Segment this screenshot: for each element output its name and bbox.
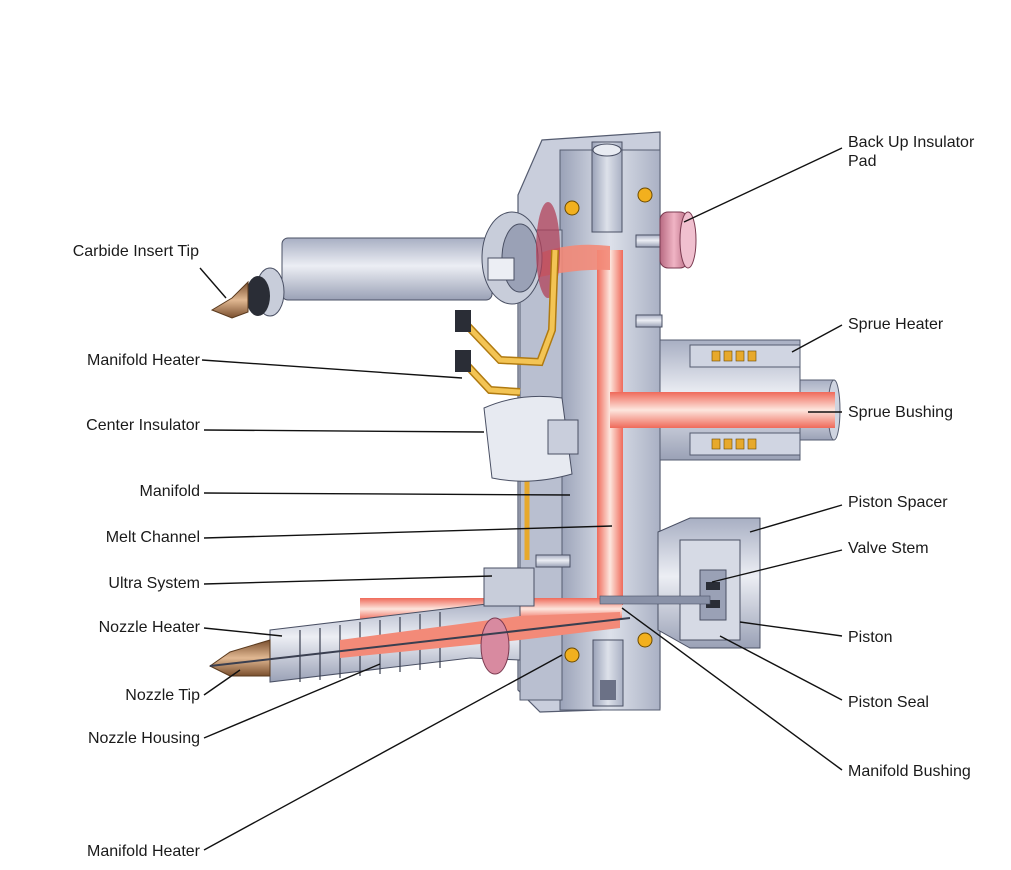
label-back-up-insulator-pad-line2: Pad xyxy=(848,153,877,170)
label-sprue-bushing: Sprue Bushing xyxy=(848,404,953,421)
label-nozzle-tip: Nozzle Tip xyxy=(125,687,200,704)
label-back-up-insulator-pad: Back Up Insulator Pad xyxy=(848,133,974,171)
manifold-heater-terminals xyxy=(455,249,559,560)
label-melt-channel: Melt Channel xyxy=(105,529,200,546)
sprue-assembly xyxy=(610,339,841,461)
label-sprue-heater: Sprue Heater xyxy=(848,316,944,333)
upper-nozzle xyxy=(210,202,560,319)
label-piston-seal: Piston Seal xyxy=(848,694,929,711)
lower-nozzle xyxy=(209,567,631,683)
back-up-insulator-pad-shape xyxy=(659,211,697,269)
label-manifold-bushing: Manifold Bushing xyxy=(848,763,971,780)
label-center-insulator: Center Insulator xyxy=(86,417,200,434)
label-valve-stem: Valve Stem xyxy=(848,540,929,557)
leader-lines xyxy=(199,147,843,851)
label-manifold-heater-top: Manifold Heater xyxy=(87,352,200,369)
label-manifold-heater-bottom: Manifold Heater xyxy=(87,843,200,860)
label-piston: Piston xyxy=(848,629,893,646)
label-nozzle-housing: Nozzle Housing xyxy=(87,730,200,747)
label-back-up-insulator-pad-line1: Back Up Insulator xyxy=(848,134,975,151)
center-insulator-shape xyxy=(483,395,579,482)
label-nozzle-heater: Nozzle Heater xyxy=(98,619,200,636)
piston-assembly xyxy=(599,517,761,649)
label-ultra-system: Ultra System xyxy=(108,575,200,592)
label-carbide-insert-tip: Carbide Insert Tip xyxy=(72,243,199,260)
label-manifold: Manifold xyxy=(139,483,200,500)
label-piston-spacer: Piston Spacer xyxy=(848,494,948,511)
